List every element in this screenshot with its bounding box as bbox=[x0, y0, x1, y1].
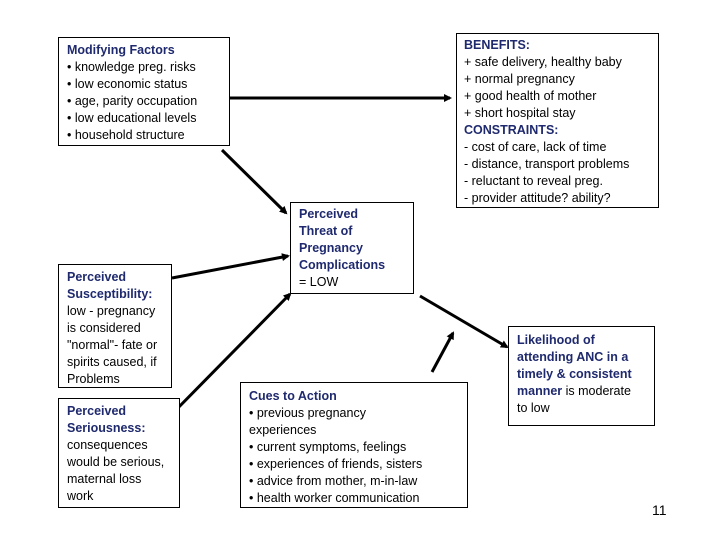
likelihood-title-line: timely & consistent bbox=[517, 367, 632, 381]
benefits-title: BENEFITS: bbox=[464, 38, 530, 52]
cue-item: • advice from mother, m-in-law bbox=[249, 474, 418, 488]
benefit-item: + normal pregnancy bbox=[464, 72, 575, 86]
susceptibility-line: spirits caused, if bbox=[67, 355, 157, 369]
seriousness-line: consequences bbox=[67, 438, 148, 452]
modifying-factor-item: • low economic status bbox=[67, 77, 188, 91]
constraint-item: - distance, transport problems bbox=[464, 157, 630, 171]
arrow-threat-to-likelihood bbox=[419, 294, 509, 349]
perceived-susceptibility-box: Perceived Susceptibility: low - pregnanc… bbox=[58, 264, 172, 388]
cue-item: experiences bbox=[249, 423, 317, 437]
constraint-item: - provider attitude? ability? bbox=[464, 191, 611, 205]
modifying-factors-title: Modifying Factors bbox=[67, 43, 175, 57]
threat-title-line: Complications bbox=[299, 258, 386, 272]
threat-title-line: Pregnancy bbox=[299, 241, 363, 255]
susceptibility-line: low - pregnancy bbox=[67, 304, 156, 318]
perceived-threat-box: Perceived Threat of Pregnancy Complicati… bbox=[290, 202, 414, 294]
threat-title-line: Perceived bbox=[299, 207, 359, 221]
likelihood-box: Likelihood of attending ANC in a timely … bbox=[508, 326, 655, 426]
cues-title: Cues to Action bbox=[249, 389, 337, 403]
benefit-item: + good health of mother bbox=[464, 89, 597, 103]
likelihood-title-line: attending ANC in a bbox=[517, 350, 629, 364]
seriousness-title-line: Seriousness: bbox=[67, 421, 146, 435]
constraint-item: - reluctant to reveal preg. bbox=[464, 174, 603, 188]
cue-item: • health worker communication bbox=[249, 491, 420, 505]
cue-item: • experiences of friends, sisters bbox=[249, 457, 423, 471]
modifying-factors-box: Modifying Factors • knowledge preg. risk… bbox=[58, 37, 230, 146]
arrow-seriousness-to-threat bbox=[170, 292, 292, 416]
arrow-modifying-to-threat bbox=[220, 148, 288, 215]
susceptibility-line: Problems bbox=[67, 372, 120, 386]
likelihood-line: manner is moderate bbox=[517, 383, 654, 400]
susceptibility-title-line: Susceptibility: bbox=[67, 287, 153, 301]
constraint-item: - cost of care, lack of time bbox=[464, 140, 607, 154]
perceived-seriousness-box: Perceived Seriousness: consequences woul… bbox=[58, 398, 180, 508]
benefit-item: + short hospital stay bbox=[464, 106, 576, 120]
benefit-item: + safe delivery, healthy baby bbox=[464, 55, 622, 69]
arrow-susceptibility-to-threat bbox=[171, 253, 290, 280]
likelihood-manner: manner bbox=[517, 384, 563, 398]
seriousness-line: would be serious, bbox=[67, 455, 165, 469]
modifying-factor-item: • household structure bbox=[67, 128, 185, 142]
modifying-factor-item: • knowledge preg. risks bbox=[67, 60, 196, 74]
modifying-factor-item: • age, parity occupation bbox=[67, 94, 198, 108]
modifying-factor-item: • low educational levels bbox=[67, 111, 197, 125]
cue-item: • current symptoms, feelings bbox=[249, 440, 407, 454]
likelihood-last: to low bbox=[517, 401, 550, 415]
threat-title-line: Threat of bbox=[299, 224, 353, 238]
page-number: 11 bbox=[652, 502, 667, 518]
cue-item: • previous pregnancy bbox=[249, 406, 366, 420]
susceptibility-line: is considered bbox=[67, 321, 141, 335]
constraints-title: CONSTRAINTS: bbox=[464, 123, 559, 137]
benefits-constraints-box: BENEFITS: + safe delivery, healthy baby … bbox=[456, 33, 659, 208]
susceptibility-line: "normal"- fate or bbox=[67, 338, 158, 352]
cues-to-action-box: Cues to Action • previous pregnancy expe… bbox=[240, 382, 468, 508]
threat-value: = LOW bbox=[299, 275, 339, 289]
seriousness-line: work bbox=[67, 489, 94, 503]
seriousness-line: maternal loss bbox=[67, 472, 142, 486]
seriousness-title-line: Perceived bbox=[67, 404, 127, 418]
likelihood-title-line: Likelihood of bbox=[517, 333, 595, 347]
arrow-cues-to-threat bbox=[430, 331, 455, 373]
susceptibility-title-line: Perceived bbox=[67, 270, 127, 284]
likelihood-suffix: is moderate bbox=[562, 384, 631, 398]
